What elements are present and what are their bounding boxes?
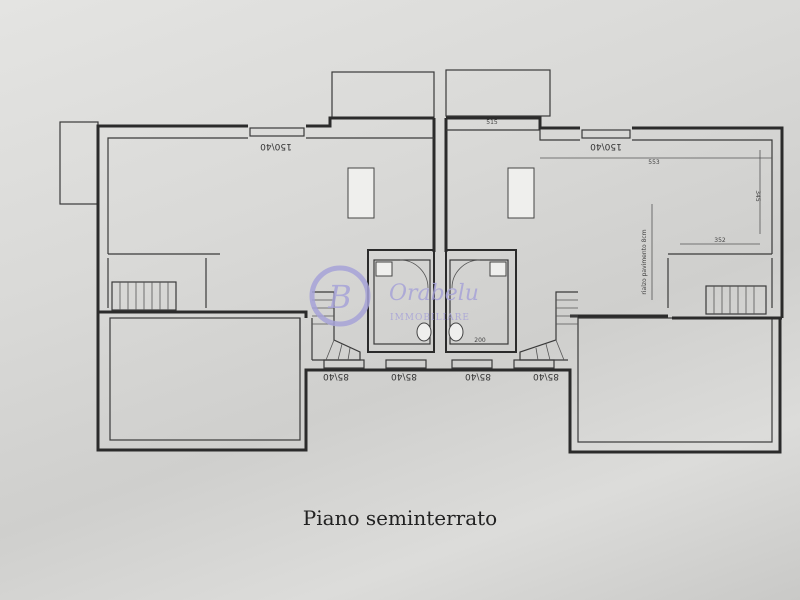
window-label-bottom-4: 85\40 <box>533 371 559 381</box>
windows <box>249 127 631 369</box>
watermark-brand: Orabelu <box>389 281 479 306</box>
inner-walls <box>98 129 782 443</box>
dim-right-width: 553 <box>648 159 660 166</box>
dim-stair: 352 <box>714 237 726 244</box>
balcony-outlines <box>59 69 551 205</box>
dim-bath: 200 <box>474 337 486 344</box>
bathrooms <box>367 249 517 353</box>
watermark-monogram: B <box>327 278 352 316</box>
columns <box>347 167 535 219</box>
watermark-subtitle: IMMOBILIARE <box>390 313 470 323</box>
window-label-bottom-1: 85\40 <box>323 371 349 381</box>
window-label-top-right: 150\40 <box>590 141 622 151</box>
window-label-bottom-3: 85\40 <box>465 371 491 381</box>
dimension-lines <box>540 150 772 300</box>
dim-right-height: 345 <box>754 190 761 202</box>
plan-caption: Piano seminterrato <box>302 506 498 530</box>
watermark-logo: B Orabelu IMMOBILIARE <box>309 265 479 327</box>
window-label-bottom-2: 85\40 <box>391 371 417 381</box>
outer-walls <box>96 116 784 454</box>
window-label-top-left: 150\40 <box>260 141 292 151</box>
dim-top-center: 515 <box>486 119 498 126</box>
stairs <box>111 281 767 361</box>
vertical-note: rialzo pavimento 8cm <box>641 229 648 294</box>
